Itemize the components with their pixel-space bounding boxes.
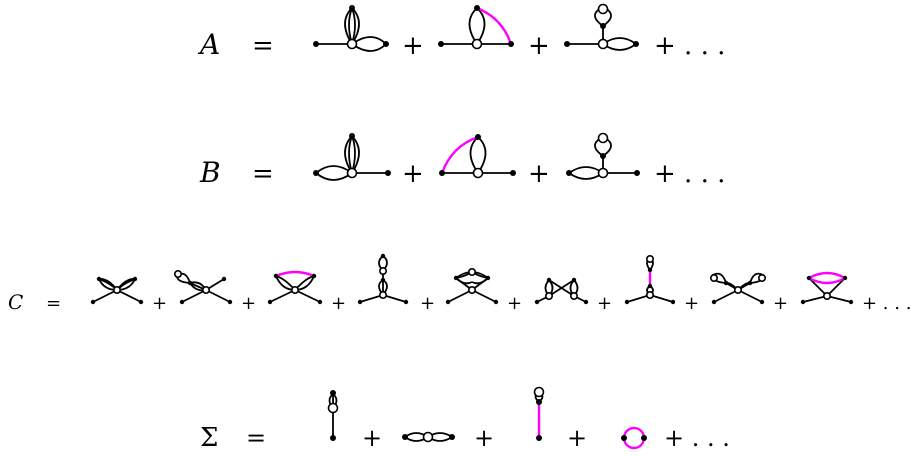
diagram-c6 <box>534 277 589 305</box>
equals-sigma: = <box>246 424 266 452</box>
diagram-b3 <box>566 132 640 180</box>
plus-sigma3: + <box>567 424 587 452</box>
ellipsis-b: + . . . <box>654 159 725 189</box>
diagram-c2 <box>174 269 233 305</box>
equation-c: C = + <box>8 253 911 314</box>
plus-c8: + <box>773 293 788 314</box>
plus-a2: + <box>528 31 550 61</box>
diagram-c4 <box>357 253 409 305</box>
symbol-c: C <box>8 290 23 314</box>
equals-c: = <box>46 293 61 314</box>
diagram-b2 <box>439 134 516 179</box>
plus-c4: + <box>420 293 435 314</box>
equals-b: = <box>252 159 274 189</box>
equation-a: A = + + <box>197 3 725 61</box>
diagram-c8 <box>709 272 766 305</box>
diagram-c7 <box>624 255 676 305</box>
plus-c2: + <box>241 293 256 314</box>
equals-a: = <box>252 31 274 61</box>
plus-b2: + <box>528 159 550 189</box>
diagram-sigma4 <box>621 426 647 450</box>
plus-b1: + <box>402 159 424 189</box>
diagram-sigma2 <box>402 431 455 443</box>
diagram-sigma3 <box>533 386 545 441</box>
plus-sigma1: + <box>362 424 382 452</box>
diagram-c5 <box>445 267 499 305</box>
equation-b: B = + + <box>199 132 725 189</box>
diagram-b1 <box>313 133 391 181</box>
diagram-a1 <box>313 5 389 52</box>
diagram-sigma1 <box>327 390 339 441</box>
ellipsis-c: + . . . <box>862 293 911 314</box>
symbol-a: A <box>197 28 220 61</box>
diagram-a2 <box>438 5 514 50</box>
diagram-a3 <box>564 3 639 51</box>
equation-sigma: Σ = + + + <box>200 386 730 453</box>
plus-a1: + <box>402 31 424 61</box>
diagram-c9 <box>800 271 854 305</box>
symbol-sigma: Σ <box>200 423 218 453</box>
plus-sigma2: + <box>474 424 494 452</box>
ellipsis-sigma: + . . . <box>664 424 730 452</box>
plus-c1: + <box>152 293 167 314</box>
plus-c3: + <box>331 293 346 314</box>
ellipsis-a: + . . . <box>654 31 725 61</box>
diagram-c1 <box>90 276 144 305</box>
plus-c7: + <box>684 293 699 314</box>
plus-c6: + <box>597 293 612 314</box>
symbol-b: B <box>199 156 221 189</box>
diagram-c3 <box>267 270 323 305</box>
plus-c5: + <box>507 293 522 314</box>
